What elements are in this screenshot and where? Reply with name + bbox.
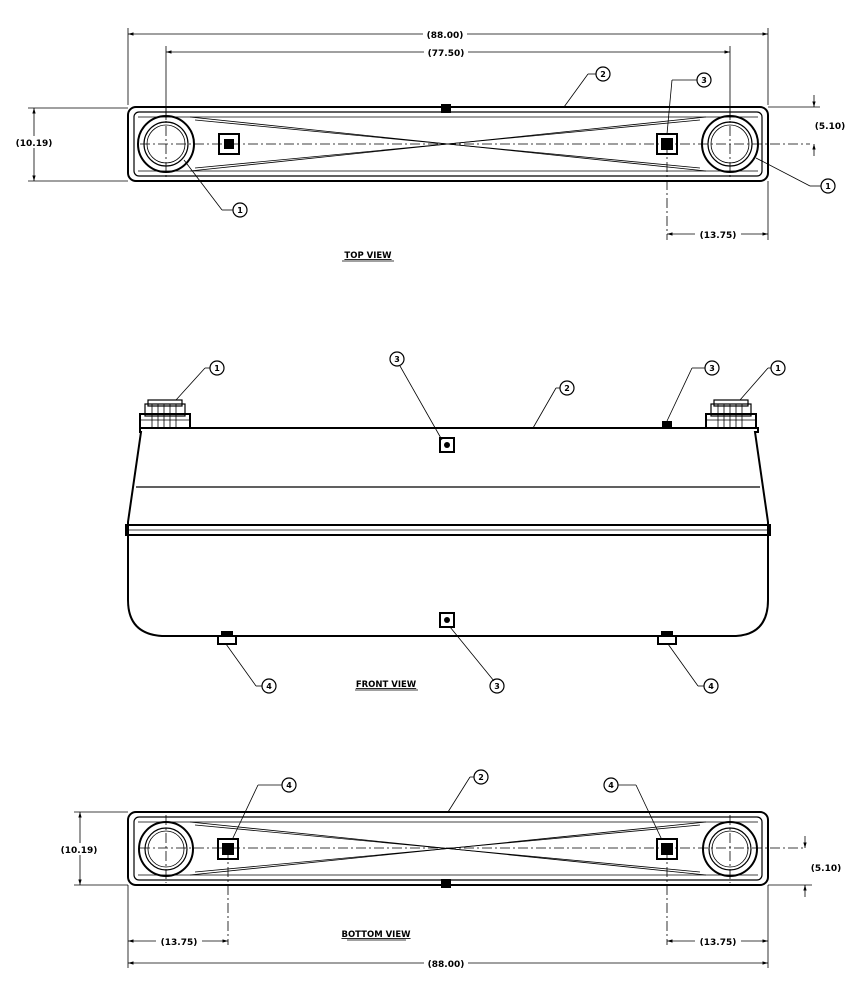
front-balloon-bottom-left: 4	[225, 643, 277, 694]
top-offset-label: (13.75)	[700, 231, 737, 241]
top-balloon-body: 2	[563, 66, 611, 108]
front-top-center-fitting	[439, 437, 455, 453]
front-bottom-center-fitting	[439, 612, 455, 628]
front-bottom-left-drain	[217, 631, 237, 645]
bottom-half-width-label: (5.10)	[811, 864, 841, 874]
top-left-fill-port	[137, 108, 195, 180]
bottom-right-port	[702, 815, 758, 883]
front-balloon-bottom-right-number: 4	[708, 682, 714, 691]
bottom-right-offset-dimension: (13.75)	[667, 885, 769, 968]
top-width-label: (10.19)	[16, 139, 53, 149]
front-bottom-right-drain	[657, 631, 677, 645]
bottom-overall-length-label: (88.00)	[428, 960, 465, 970]
top-half-width-dimension: (5.10)	[768, 95, 845, 156]
top-balloon-fitting-number: 3	[701, 76, 707, 85]
top-balloon-right-cap-number: 1	[825, 182, 831, 191]
top-balloon-left-cap: 1	[183, 159, 248, 218]
bottom-right-offset-label: (13.75)	[700, 938, 737, 948]
front-left-fill-cap	[139, 399, 191, 429]
top-overall-length-label: (88.00)	[427, 31, 464, 41]
bottom-width-dimension: (10.19)	[56, 811, 128, 886]
top-overall-length-dimension: (88.00)	[127, 28, 769, 105]
front-balloon-left-cap-number: 1	[214, 364, 220, 373]
bottom-left-offset-dimension: (13.75)	[127, 885, 228, 968]
bottom-balloon-left-drain: 4	[231, 777, 297, 841]
front-balloon-bottom-left-number: 4	[266, 682, 272, 691]
front-right-fill-cap	[705, 399, 757, 429]
bottom-half-width-dimension: (5.10)	[768, 836, 841, 897]
top-balloon-body-number: 2	[600, 70, 606, 79]
top-port-spacing-label: (77.50)	[428, 49, 465, 59]
bottom-balloon-body: 2	[447, 769, 489, 813]
front-balloon-top-center-number: 3	[394, 355, 400, 364]
top-balloon-fitting: 3	[666, 72, 712, 135]
bottom-right-drain	[656, 838, 678, 945]
front-view: 1 1 3 2 3 3	[125, 351, 786, 694]
front-balloon-right-cap-number: 1	[775, 364, 781, 373]
front-top-right-fitting	[660, 421, 674, 429]
top-offset-dimension: (13.75)	[667, 181, 769, 241]
front-balloon-left-cap: 1	[175, 360, 225, 401]
bottom-overall-length-dimension: (88.00)	[128, 957, 768, 970]
top-balloon-right-cap: 1	[755, 157, 836, 194]
bottom-balloon-right-drain-number: 4	[608, 781, 614, 790]
bottom-left-offset-label: (13.75)	[161, 938, 198, 948]
front-balloon-top-center: 3	[389, 351, 443, 441]
top-right-fill-port	[701, 108, 759, 180]
bottom-left-port	[138, 815, 194, 883]
top-view: (88.00) (77.50) (10.19)	[10, 28, 845, 262]
bottom-balloon-body-number: 2	[478, 773, 484, 782]
bottom-width-label: (10.19)	[61, 846, 98, 856]
front-balloon-bottom-right: 4	[667, 643, 719, 694]
front-balloon-top-right-number: 3	[709, 364, 715, 373]
front-balloon-top-right: 3	[666, 360, 720, 422]
top-width-dimension: (10.19)	[10, 107, 128, 182]
top-balloon-left-cap-number: 1	[237, 206, 243, 215]
bottom-view-title: BOTTOM VIEW	[341, 930, 411, 940]
bottom-balloon-right-drain: 4	[603, 777, 663, 841]
bottom-left-drain	[217, 838, 239, 945]
top-right-fitting	[656, 133, 678, 240]
bottom-balloon-left-drain-number: 4	[286, 781, 292, 790]
front-balloon-body: 2	[532, 380, 575, 429]
front-balloon-body-number: 2	[564, 384, 570, 393]
front-balloon-right-cap: 1	[739, 360, 786, 401]
top-half-width-label: (5.10)	[815, 122, 845, 132]
front-balloon-bottom-center: 3	[449, 626, 505, 694]
bottom-view: (10.19)	[56, 769, 841, 970]
top-left-fitting	[218, 133, 240, 155]
top-view-title: TOP VIEW	[344, 251, 392, 261]
front-view-title: FRONT VIEW	[356, 680, 417, 690]
front-balloon-bottom-center-number: 3	[494, 682, 500, 691]
